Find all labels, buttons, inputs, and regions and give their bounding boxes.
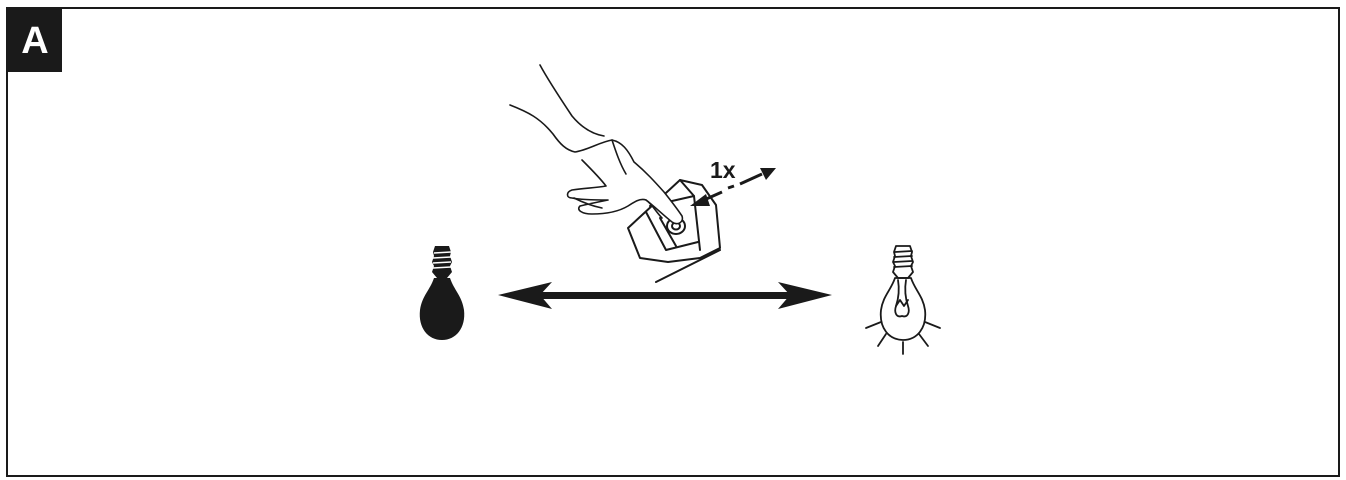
toggle-arrow-icon bbox=[498, 282, 832, 309]
light-bulb-off-icon bbox=[420, 246, 465, 340]
light-bulb-on-icon bbox=[866, 246, 940, 354]
press-count-label: 1x bbox=[710, 157, 736, 183]
hand-pressing-icon bbox=[510, 65, 682, 224]
